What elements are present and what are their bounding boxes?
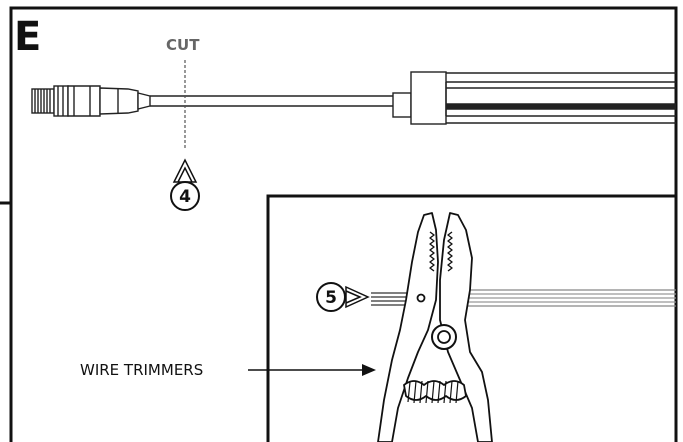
right-arrow-icon — [345, 285, 370, 309]
wire-trimmers-label: WIRE TRIMMERS — [80, 361, 203, 379]
light-bar-body — [446, 72, 676, 124]
cut-label: CUT — [166, 36, 200, 54]
outer-frame — [9, 6, 678, 442]
light-bar-end-cap — [392, 71, 447, 125]
up-arrow-icon — [172, 158, 198, 183]
cut-marker-number: 4 — [179, 187, 191, 207]
wire-trimmers-tool — [377, 212, 493, 442]
threaded-connector — [31, 85, 151, 117]
cable-wire — [150, 95, 393, 107]
step-letter: E — [14, 14, 41, 60]
strip-marker-callout: 5 — [316, 282, 370, 312]
cut-marker-callout: 4 — [170, 158, 200, 211]
arrow-head-icon — [362, 364, 376, 376]
strip-marker-number: 5 — [325, 288, 337, 308]
stripped-wire — [371, 289, 676, 307]
inset-frame — [266, 194, 676, 442]
cable-assembly — [31, 71, 676, 125]
